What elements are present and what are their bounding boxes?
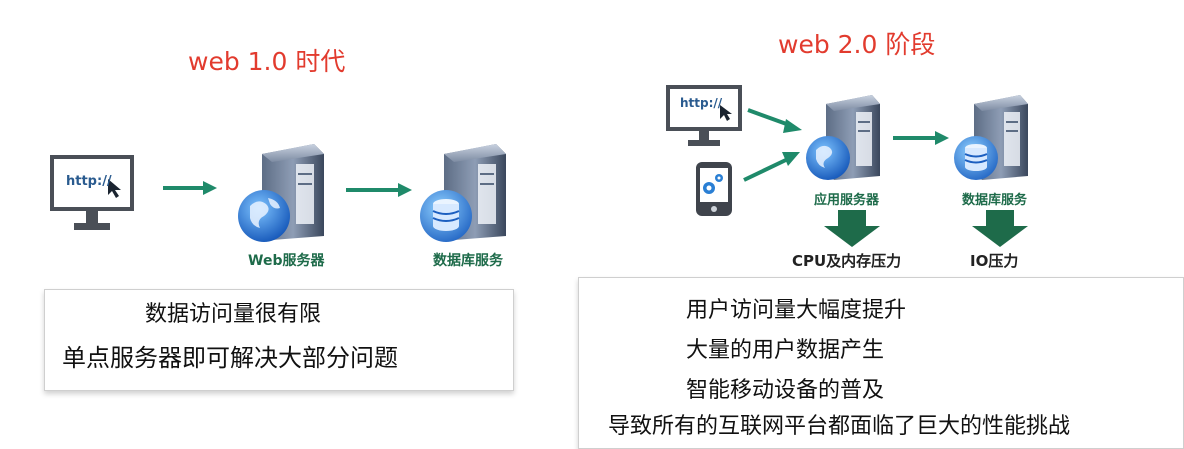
database-server-icon <box>420 144 506 242</box>
web-server-label: Web服务器 <box>248 253 325 269</box>
arrow-right-icon <box>163 181 217 195</box>
arrow-right-icon <box>346 183 412 197</box>
web1-notes-box <box>44 289 514 391</box>
arrow-right-icon <box>747 108 802 133</box>
monitor-url-text: http:// <box>680 96 723 110</box>
web-server-icon <box>238 144 324 242</box>
monitor-icon <box>50 155 134 230</box>
database-label: 数据库服务 <box>433 253 503 269</box>
database-server-icon <box>954 95 1028 180</box>
arrow-right-icon <box>743 152 800 182</box>
web1-title: web 1.0 时代 <box>188 47 346 76</box>
arrow-down-icon <box>824 210 880 247</box>
database-label: 数据库服务 <box>962 193 1028 208</box>
web2-note-4: 导致所有的互联网平台都面临了巨大的性能挑战 <box>608 414 1071 439</box>
arrow-right-icon <box>893 131 949 145</box>
web1-note-1: 数据访问量很有限 <box>145 302 322 327</box>
web2-title: web 2.0 阶段 <box>778 30 936 59</box>
arrow-down-icon <box>972 210 1028 247</box>
monitor-url-text: http:// <box>66 174 112 189</box>
web2-note-1: 用户访问量大幅度提升 <box>686 298 907 323</box>
app-server-label: 应用服务器 <box>814 193 880 208</box>
smartphone-icon <box>696 162 732 216</box>
web1-note-2: 单点服务器即可解决大部分问题 <box>62 344 398 372</box>
web2-note-2: 大量的用户数据产生 <box>686 338 885 363</box>
cpu-memory-pressure-label: CPU及内存压力 <box>792 252 902 270</box>
app-server-icon <box>806 95 880 180</box>
web2-note-3: 智能移动设备的普及 <box>686 378 885 403</box>
io-pressure-label: IO压力 <box>970 252 1019 270</box>
web2-notes-box <box>578 277 1184 449</box>
monitor-icon <box>666 85 742 146</box>
